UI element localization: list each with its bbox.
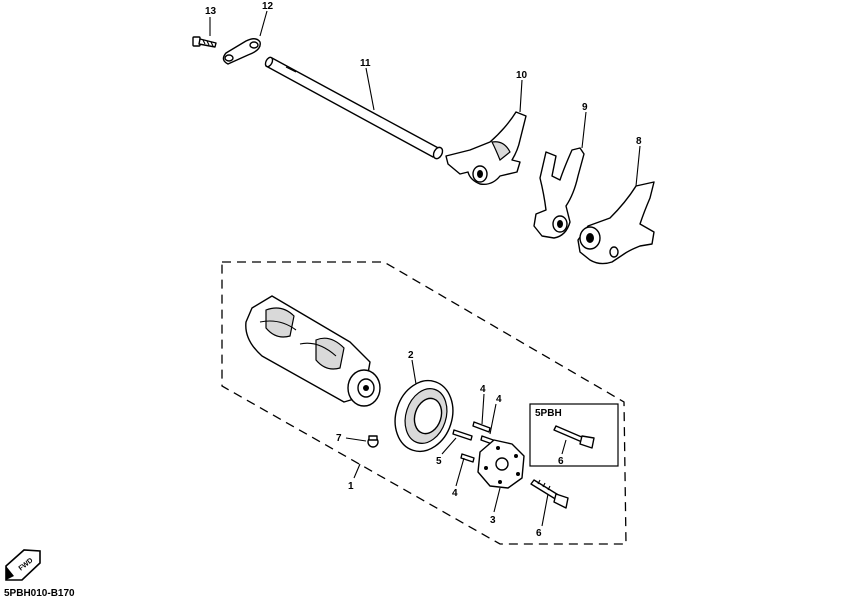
part-5-pin bbox=[452, 429, 473, 441]
part-10-shift-fork bbox=[445, 111, 527, 186]
part-8-shift-fork bbox=[577, 181, 655, 265]
leader-lines bbox=[209, 10, 641, 527]
diagram-code: 5PBH010-B170 bbox=[4, 588, 75, 599]
callout-4b: 4 bbox=[496, 394, 502, 405]
callout-4c: 4 bbox=[452, 488, 458, 499]
part-12-lever bbox=[222, 38, 261, 65]
part-2-bearing bbox=[394, 379, 454, 453]
callouts: 13 12 11 10 9 8 2 7 1 4 4 5 4 3 6 6 bbox=[205, 1, 642, 539]
part-11-shaft bbox=[264, 56, 444, 160]
part-6-bolt-inset bbox=[553, 425, 595, 449]
callout-13: 13 bbox=[205, 6, 217, 17]
part-9-shift-fork bbox=[533, 147, 585, 239]
callout-6: 6 bbox=[536, 528, 542, 539]
part-3-segment bbox=[477, 439, 525, 489]
callout-11: 11 bbox=[360, 58, 371, 69]
part-13-screw bbox=[192, 36, 217, 48]
inset-5pbh: 5PBH bbox=[529, 403, 619, 467]
callout-2: 2 bbox=[408, 350, 414, 361]
callout-12: 12 bbox=[262, 1, 274, 12]
fwd-arrow-icon: FWD bbox=[5, 549, 41, 581]
callout-1: 1 bbox=[348, 481, 354, 492]
part-1-shift-drum bbox=[245, 295, 381, 407]
callout-3: 3 bbox=[490, 515, 496, 526]
callout-10: 10 bbox=[516, 70, 528, 81]
part-6-bolt bbox=[530, 479, 569, 509]
callout-7: 7 bbox=[336, 433, 342, 444]
callout-6-inset: 6 bbox=[558, 456, 564, 467]
callout-8: 8 bbox=[636, 136, 642, 147]
inset-label: 5PBH bbox=[535, 408, 562, 419]
assembly-border bbox=[221, 261, 627, 545]
part-7-screw bbox=[367, 435, 379, 448]
callout-5: 5 bbox=[436, 456, 442, 467]
callout-9: 9 bbox=[582, 102, 588, 113]
callout-4a: 4 bbox=[480, 384, 486, 395]
